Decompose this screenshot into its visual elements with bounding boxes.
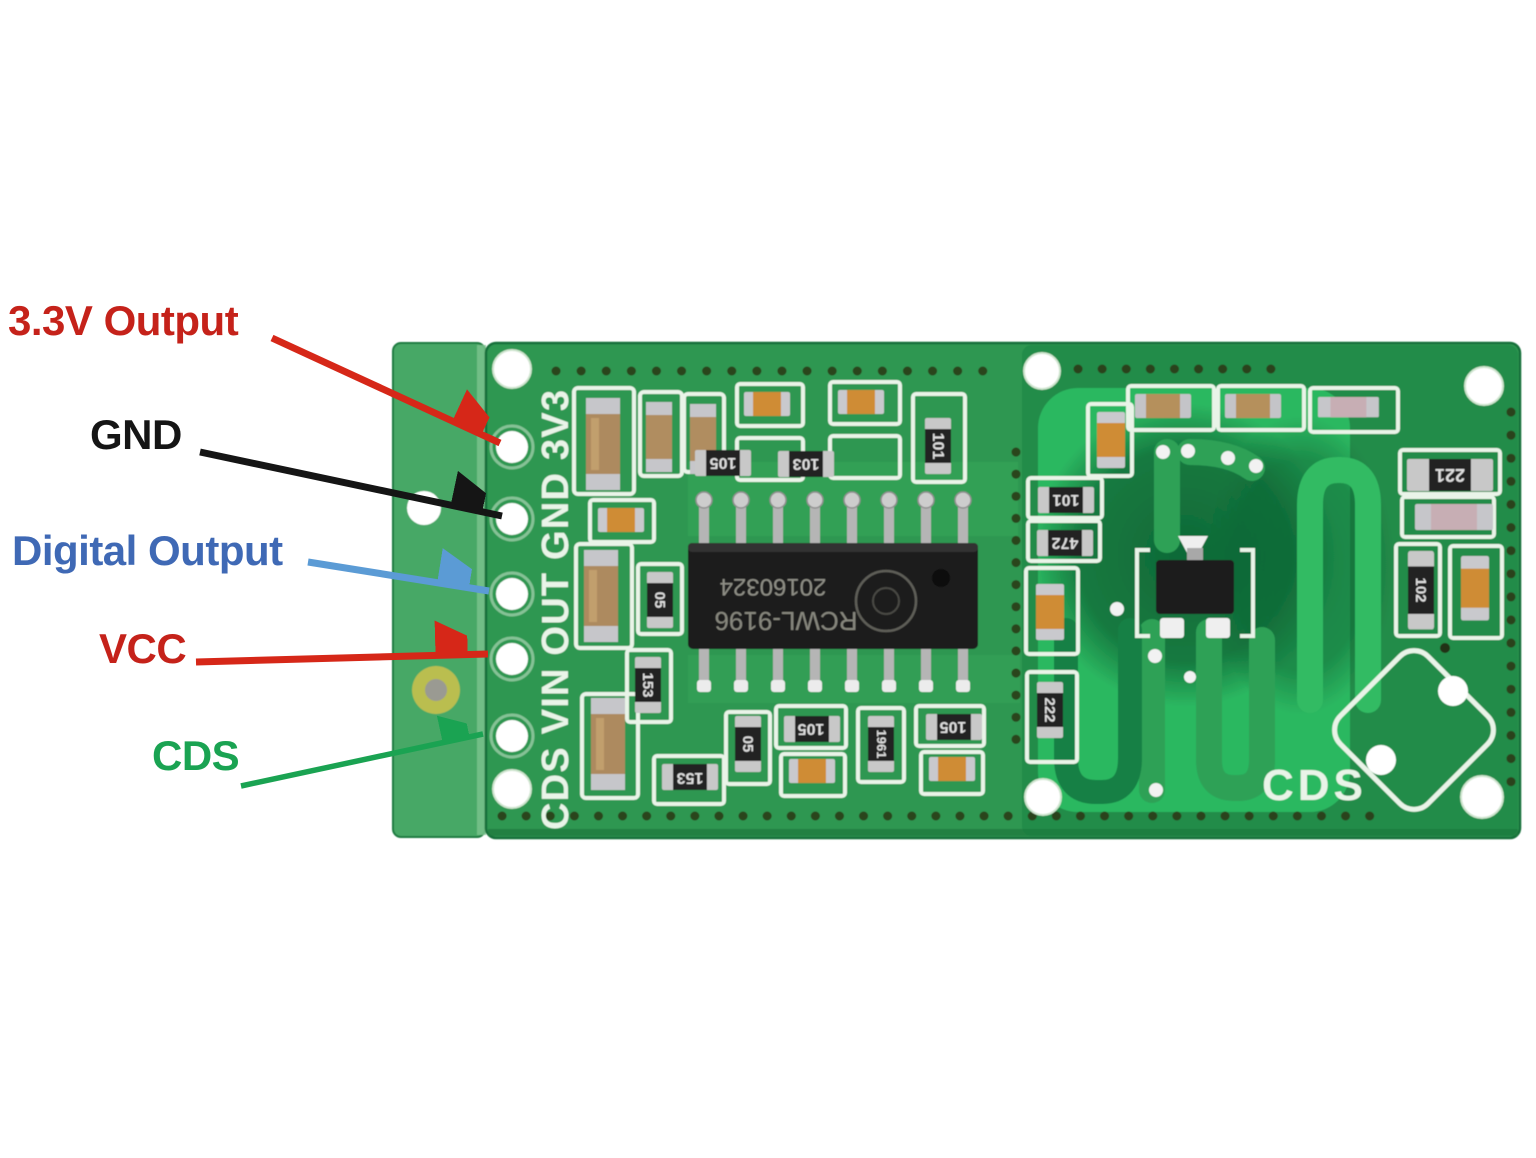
mounting-hole-top-middle (1023, 352, 1061, 390)
resistor-label: 472 (1052, 534, 1079, 551)
cds-pad-hole (1366, 745, 1396, 775)
pin-hole-out (496, 578, 528, 610)
smd-capacitor (744, 392, 790, 416)
silkscreen-pin-labels: CDS VIN OUT GND 3V3 (535, 388, 577, 830)
antenna-area (1033, 388, 1395, 812)
resistor-label: 105 (710, 454, 737, 471)
mounting-holes (492, 349, 1504, 819)
antenna-trace-dark-u (1054, 618, 1142, 804)
silkscreen-cds-label: CDS (1262, 761, 1367, 810)
cds-pad-hole (1438, 676, 1468, 706)
pin-label-cds: CDS (152, 732, 240, 779)
cds-sensor-footprint (1332, 643, 1496, 812)
resistor-label: 105 (940, 718, 967, 735)
resistor-label: 05 (739, 736, 756, 753)
pin-hole-3v3 (496, 431, 528, 463)
pin-label-digital-output: Digital Output (12, 527, 283, 574)
pin-hole-vin (496, 643, 528, 675)
mounting-hole-bottom-right (1460, 775, 1504, 819)
smd-capacitor (586, 398, 620, 490)
antenna-trace-arch (1297, 457, 1381, 713)
pin-header (489, 424, 535, 759)
ic-pins-bottom (697, 649, 970, 692)
resistor-label: 153 (677, 769, 704, 786)
resistor-label: 101 (1053, 491, 1080, 508)
mounting-hole-bottom-left (492, 769, 532, 809)
smd-capacitor (1225, 394, 1281, 418)
ic-logo (854, 569, 918, 633)
ic-pin1-mark (932, 569, 950, 587)
smd-capacitor (1135, 394, 1191, 418)
pin-label-gnd: GND (90, 411, 182, 458)
smd-capacitor (929, 757, 975, 781)
smd-capacitor (591, 698, 625, 790)
resistor-label: 222 (1041, 697, 1058, 722)
arrow-digital-output (307, 562, 490, 595)
arrow-gnd (199, 448, 503, 520)
smd-components (584, 390, 1493, 790)
silkscreen-frames (572, 380, 1504, 806)
resistor-label: 05 (651, 592, 668, 609)
resistor-label: 1961 (874, 730, 889, 759)
smd-capacitor (584, 550, 618, 642)
transistor-body (1156, 560, 1234, 614)
smd-capacitor (789, 759, 835, 783)
mounting-hole-top-left (492, 349, 532, 389)
mounting-hole-top-right (1464, 366, 1504, 406)
smd-value-labels: 105 103 101 05 153 153 05 105 1961 105 1… (639, 433, 1465, 786)
rf-via-pads (1110, 444, 1263, 797)
ic-date-code: 20160324 (720, 573, 827, 600)
rf-transistor (1156, 536, 1234, 638)
resistor-label: 101 (929, 433, 946, 460)
ic-rcwl-9196: 20160324 RCWL-9196 (688, 491, 978, 692)
pin-label-vcc: VCC (99, 625, 187, 672)
resistor-label: 103 (793, 455, 820, 472)
smd-capacitor (1036, 584, 1064, 640)
pin-hole-cds (496, 720, 528, 752)
ic-part-number: RCWL-9196 (714, 606, 857, 636)
smd-capacitor (646, 402, 672, 472)
smd-capacitor (1461, 556, 1489, 621)
pin-hole-gnd (496, 503, 528, 535)
arrow-3v3-output (270, 334, 502, 447)
smd-capacitor (1318, 397, 1379, 418)
pin-label-3v3-output: 3.3V Output (8, 297, 239, 344)
resistor-label: 221 (1435, 465, 1465, 485)
mounting-hole-bottom-middle (1024, 778, 1062, 816)
ic-pins-top (695, 491, 972, 545)
smd-capacitor (598, 508, 644, 532)
resistor-label: 102 (1412, 577, 1429, 602)
resistor-label: 105 (798, 720, 825, 737)
smd-capacitor (1097, 412, 1125, 468)
smd-resistor (1407, 459, 1493, 491)
smd-capacitor (838, 390, 884, 414)
arrow-vcc (195, 654, 489, 666)
arrow-cds (240, 734, 484, 789)
resistor-label: 153 (639, 672, 656, 697)
annotation-arrows (195, 334, 503, 789)
via-rows (497, 364, 1516, 821)
smd-capacitor (1415, 504, 1493, 530)
